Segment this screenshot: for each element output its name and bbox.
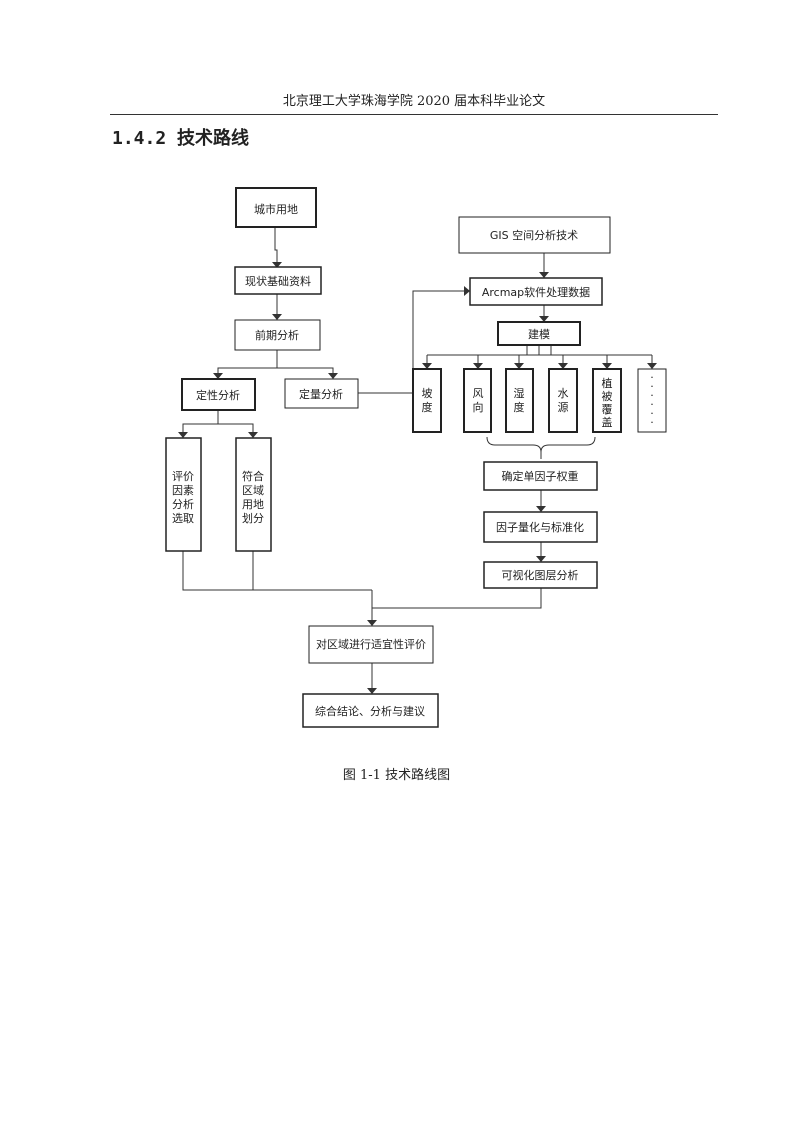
node-urban-land	[235, 187, 317, 228]
node-humidity	[505, 368, 534, 433]
wind-char: 风	[473, 387, 484, 400]
more-char: ·	[650, 380, 654, 393]
water-char: 源	[558, 400, 569, 414]
node-humidity-labels: 湿度	[514, 387, 525, 414]
more-char: ·	[650, 389, 654, 402]
node-conclusion	[302, 693, 439, 728]
node-qualitative	[181, 378, 256, 411]
node-land-zoning	[235, 437, 272, 552]
node-qualitative-label: 定性分析	[196, 388, 240, 402]
node-water-labels: 水源	[558, 387, 569, 414]
node-arcmap-label: Arcmap软件处理数据	[482, 285, 590, 299]
more-char: ·	[650, 398, 654, 411]
node-slope	[412, 368, 442, 433]
node-eval-factor	[165, 437, 202, 552]
node-slope-labels: 坡度	[422, 387, 433, 414]
slope-char: 度	[422, 400, 433, 414]
node-status-data-label: 现状基础资料	[245, 274, 311, 288]
node-pre-analysis	[234, 319, 321, 351]
eval_factor-char: 评价	[172, 470, 194, 483]
node-standardize	[483, 511, 598, 543]
slope-char: 坡	[422, 387, 433, 400]
node-more-labels: ······	[650, 371, 654, 429]
node-gis	[458, 216, 611, 254]
node-pre-analysis-label: 前期分析	[255, 328, 299, 342]
section-heading: 1.4.2 技术路线	[112, 128, 250, 149]
more-char: ·	[650, 407, 654, 420]
water-char: 水	[558, 387, 569, 400]
node-standardize-label: 因子量化与标准化	[496, 520, 584, 534]
land_zoning-char: 符合	[242, 469, 264, 483]
vegetation-char: 覆	[602, 403, 613, 416]
node-arcmap	[469, 277, 603, 306]
node-quantitative	[284, 378, 359, 409]
node-wind	[463, 368, 492, 433]
vegetation-char: 植	[602, 376, 613, 390]
figure-caption: 图 1-1 技术路线图	[342, 768, 451, 783]
land_zoning-char: 区域	[242, 484, 264, 497]
land_zoning-char: 划分	[242, 512, 264, 525]
eval_factor-char: 因素	[172, 484, 194, 497]
node-quantitative-label: 定量分析	[299, 387, 343, 401]
node-regional-eval	[308, 625, 434, 664]
node-urban-land-label: 城市用地	[254, 202, 298, 216]
node-more	[637, 368, 667, 433]
node-status-data	[234, 266, 322, 295]
node-visual	[483, 561, 598, 589]
more-char: ·	[650, 416, 654, 429]
node-vegetation	[592, 368, 622, 433]
node-wind-labels: 风向	[473, 387, 484, 414]
wind-char: 向	[473, 400, 484, 414]
eval_factor-char: 选取	[172, 512, 194, 525]
eval_factor-char: 分析	[172, 497, 194, 511]
more-char: ·	[650, 371, 654, 384]
humidity-char: 湿	[514, 387, 525, 400]
node-weights-label: 确定单因子权重	[502, 469, 579, 483]
page-header: 北京理工大学珠海学院 2020 届本科毕业论文	[110, 92, 718, 115]
vegetation-char: 被	[602, 390, 613, 403]
node-gis-label: GIS 空间分析技术	[490, 228, 578, 242]
node-conclusion-label: 综合结论、分析与建议	[315, 704, 425, 718]
node-regional-eval-label: 对区域进行适宜性评价	[316, 637, 426, 651]
node-weights	[483, 461, 598, 491]
land_zoning-char: 用地	[242, 498, 264, 511]
node-modeling-label: 建模	[528, 327, 550, 341]
connectors	[178, 227, 657, 694]
node-visual-label: 可视化图层分析	[502, 568, 579, 582]
node-modeling	[497, 321, 581, 346]
humidity-char: 度	[514, 400, 525, 414]
vegetation-char: 盖	[602, 415, 613, 429]
node-water	[548, 368, 578, 433]
